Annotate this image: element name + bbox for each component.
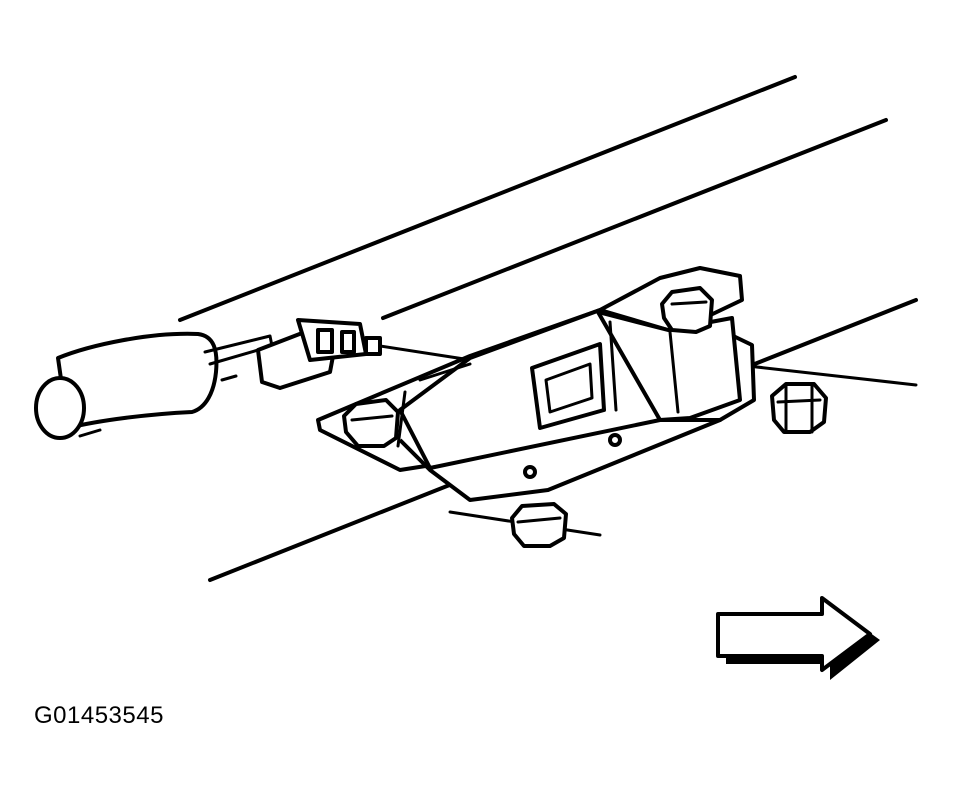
figure-code: G01453545 <box>34 702 164 729</box>
mounting-nut-left <box>342 398 400 448</box>
mounting-nut-bottom <box>510 502 568 548</box>
harness-connector <box>256 318 602 390</box>
mounting-nuts <box>342 286 828 548</box>
module <box>316 266 756 502</box>
mounting-nut-loose <box>770 382 828 434</box>
mounting-nut-top <box>660 286 714 334</box>
wiring-conduit <box>34 331 274 440</box>
forward-arrow-icon <box>716 596 880 680</box>
